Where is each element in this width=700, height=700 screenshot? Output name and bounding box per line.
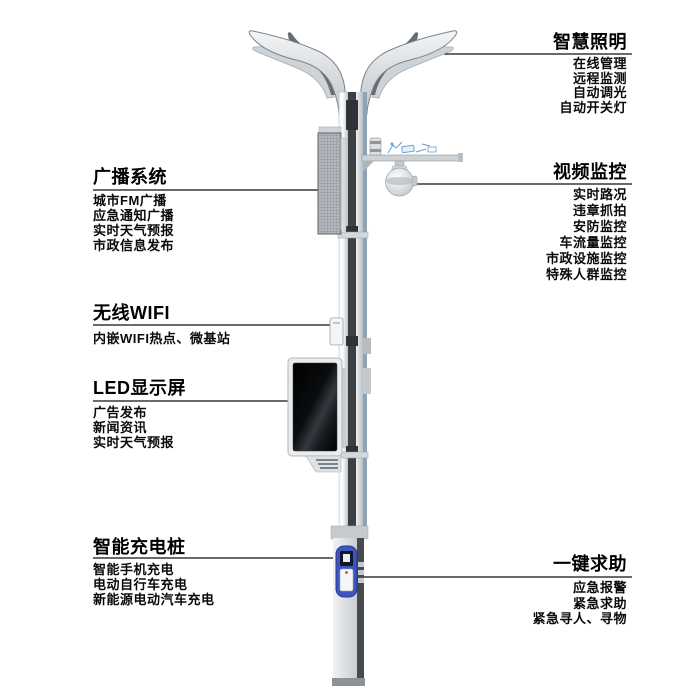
feature-item: 紧急寻人、寻物	[532, 611, 627, 626]
antenna-canister	[369, 137, 382, 156]
feature-item: 紧急求助	[572, 595, 627, 611]
led-display-screen	[292, 362, 338, 452]
section-charging: 智能充电桩 智能手机充电 电动自行车充电 新能源电动汽车充电	[93, 537, 333, 607]
feature-item: 实时天气预报	[93, 435, 175, 450]
feature-item: 新能源电动汽车充电	[93, 592, 215, 607]
section-broadcast: 广播系统 城市FM广播 应急通知广播 实时天气预报 市政信息发布	[93, 167, 333, 253]
section-help: 一键求助 应急报警 紧急求助 紧急寻人、寻物	[397, 554, 627, 627]
section-broadcast-heading: 广播系统	[93, 167, 167, 187]
camera-arm	[361, 154, 463, 162]
feature-item: 违章抓拍	[572, 203, 627, 218]
feature-item: 应急报警	[572, 580, 627, 595]
speaker-unit	[317, 126, 347, 235]
feature-item: 内嵌WIFI热点、微基站	[93, 331, 231, 346]
feature-item: 市政信息发布	[93, 238, 175, 253]
feature-item: 远程监测	[572, 70, 627, 86]
wifi-unit	[329, 317, 344, 346]
section-help-heading: 一键求助	[553, 554, 627, 574]
sensor-sketch	[387, 141, 437, 154]
led-display	[287, 357, 346, 473]
dome-camera	[385, 160, 418, 197]
feature-item: 广告发布	[93, 405, 148, 420]
help-button	[345, 571, 348, 574]
camera-assembly	[361, 137, 463, 197]
feature-item: 自动调光	[572, 85, 627, 100]
section-led-screen-items: 广告发布 新闻资讯 实时天气预报	[93, 405, 333, 450]
pole-upper	[337, 91, 371, 533]
section-wifi-items: 内嵌WIFI热点、微基站	[93, 331, 333, 346]
feature-item: 特殊人群监控	[545, 267, 627, 282]
lamp-wing-right	[359, 30, 458, 115]
section-smart-lighting: 智慧照明 在线管理 远程监测 自动调光 自动开关灯	[397, 32, 627, 115]
section-wifi-heading: 无线WIFI	[93, 303, 170, 323]
section-charging-items: 智能手机充电 电动自行车充电 新能源电动汽车充电	[93, 562, 333, 607]
section-led-screen: LED显示屏 广告发布 新闻资讯 实时天气预报	[93, 378, 333, 450]
section-video-monitor-items: 实时路况 违章抓拍 安防监控 车流量监控 市政设施监控 特殊人群监控	[397, 187, 627, 283]
section-smart-lighting-heading: 智慧照明	[553, 32, 627, 52]
lamp-wing-left	[248, 30, 347, 115]
feature-item: 应急通知广播	[93, 208, 175, 223]
section-video-monitor-heading: 视频监控	[553, 162, 627, 182]
feature-item: 智能手机充电	[93, 562, 175, 577]
feature-item: 城市FM广播	[93, 193, 167, 208]
feature-item: 新闻资讯	[93, 420, 148, 435]
feature-item: 在线管理	[572, 56, 627, 71]
feature-item: 车流量监控	[559, 235, 627, 250]
section-charging-heading: 智能充电桩	[93, 537, 186, 557]
pole-clamp	[346, 100, 358, 130]
feature-item: 安防监控	[572, 219, 627, 234]
section-help-items: 应急报警 紧急求助 紧急寻人、寻物	[397, 580, 627, 627]
charging-slot	[339, 568, 354, 592]
section-led-screen-heading: LED显示屏	[93, 378, 186, 398]
pole-clamp	[346, 446, 358, 456]
section-wifi: 无线WIFI 内嵌WIFI热点、微基站	[93, 303, 333, 346]
leader-lines	[93, 53, 632, 578]
charging-help-panel	[335, 545, 364, 598]
section-video-monitor: 视频监控 实时路况 违章抓拍 安防监控 车流量监控 市政设施监控 特殊人群监控	[397, 162, 627, 283]
feature-item: 市政设施监控	[545, 251, 627, 266]
lamp-wings	[248, 30, 458, 115]
pole-base	[332, 678, 365, 686]
feature-item: 实时路况	[572, 187, 627, 202]
feature-item: 实时天气预报	[93, 223, 175, 238]
feature-item: 自动开关灯	[559, 99, 627, 115]
section-broadcast-items: 城市FM广播 应急通知广播 实时天气预报 市政信息发布	[93, 193, 333, 253]
feature-item: 电动自行车充电	[93, 577, 188, 592]
section-smart-lighting-items: 在线管理 远程监测 自动调光 自动开关灯	[397, 56, 627, 115]
pole-clamp	[346, 336, 358, 346]
